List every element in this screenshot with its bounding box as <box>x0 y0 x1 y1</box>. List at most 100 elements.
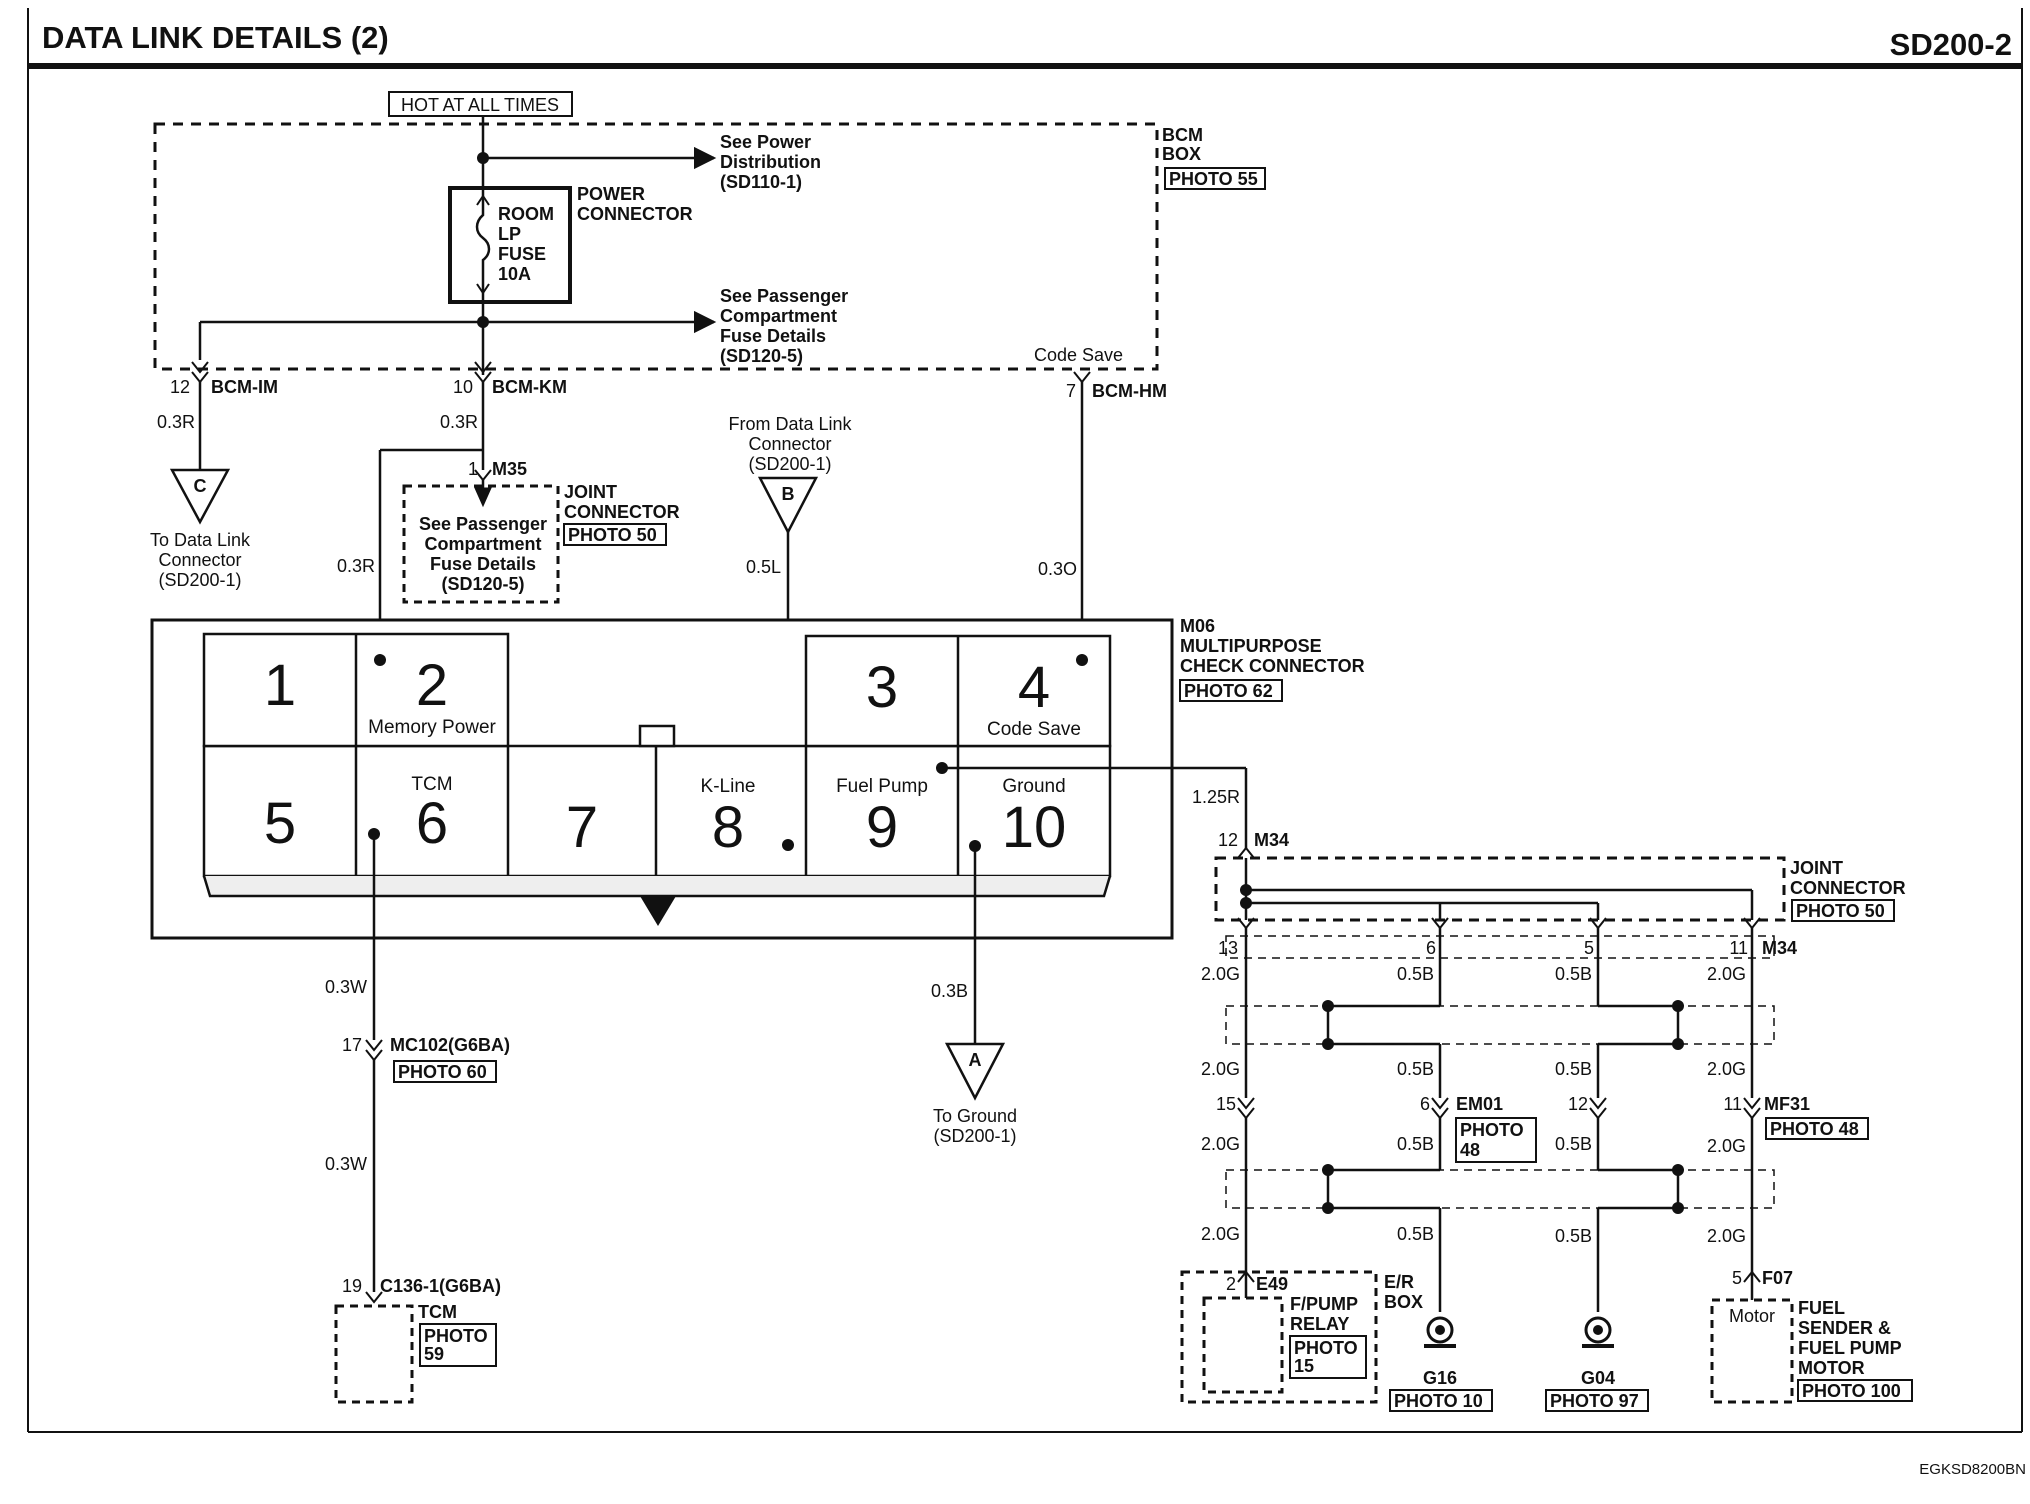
svg-text:7: 7 <box>566 795 598 860</box>
m06-pin-7: 7 <box>566 795 598 860</box>
svg-text:Motor: Motor <box>1729 1306 1775 1326</box>
svg-text:(SD120-5): (SD120-5) <box>720 346 803 366</box>
em01-pin: 6 <box>1420 1094 1430 1114</box>
svg-text:0.3B: 0.3B <box>931 981 968 1001</box>
m06-pin-5: 5 <box>264 791 296 856</box>
svg-text:From Data Link: From Data Link <box>728 414 852 434</box>
m34-top-name: M34 <box>1254 830 1289 850</box>
splice <box>477 316 489 328</box>
svg-text:9: 9 <box>866 795 898 860</box>
pin-12: 12 <box>1568 1094 1588 1114</box>
bcm-pin-terminals <box>191 361 1091 384</box>
m34-top-terminal <box>1237 846 1255 859</box>
splice <box>1322 1202 1334 1214</box>
splice <box>1672 1202 1684 1214</box>
svg-text:3: 3 <box>866 655 898 720</box>
mf31-photo: PHOTO 48 <box>1765 1117 1869 1140</box>
drawing-code: EGKSD8200BN <box>1919 1461 2026 1478</box>
wire-03o-hm: 0.3O <box>1038 559 1077 579</box>
svg-text:CONNECTOR: CONNECTOR <box>1790 878 1906 898</box>
fuel-pump-feed <box>942 766 1248 848</box>
svg-text:To Data Link: To Data Link <box>150 530 251 550</box>
svg-text:CONNECTOR: CONNECTOR <box>577 204 693 224</box>
svg-text:POWER: POWER <box>577 184 645 204</box>
mf31-name: MF31 <box>1764 1094 1810 1114</box>
twisted-pair-band <box>1225 935 1775 959</box>
twist-markers <box>1225 1005 1775 1045</box>
splice <box>1322 1038 1334 1050</box>
wire-05b: 0.5B <box>1555 1059 1592 1079</box>
svg-text:TCM: TCM <box>411 774 452 795</box>
em01-photo: PHOTO 48 <box>1455 1117 1537 1163</box>
svg-text:2: 2 <box>416 653 448 718</box>
svg-text:CONNECTOR: CONNECTOR <box>564 502 680 522</box>
svg-text:Connector: Connector <box>158 550 241 570</box>
svg-text:PHOTO 62: PHOTO 62 <box>1184 681 1273 701</box>
svg-text:MOTOR: MOTOR <box>1798 1358 1865 1378</box>
fuel-pump-wires-lower <box>1244 1118 1754 1312</box>
svg-text:2: 2 <box>1226 1274 1236 1294</box>
m06-pin-6: TCM 6 <box>411 774 452 856</box>
wire-05b: 0.5B <box>1397 1059 1434 1079</box>
room-lp-fuse: ROOM LP FUSE 10A <box>448 186 572 304</box>
fpump-relay: 2 E49 F/PUMP RELAY PHOTO 15 <box>1180 1270 1378 1404</box>
svg-text:PHOTO 50: PHOTO 50 <box>568 525 657 545</box>
svg-text:M06: M06 <box>1180 616 1215 636</box>
svg-text:E/R: E/R <box>1384 1272 1414 1292</box>
svg-text:C: C <box>194 476 207 496</box>
svg-text:M35: M35 <box>492 459 527 479</box>
svg-text:BOX: BOX <box>1384 1292 1423 1312</box>
wire-20g: 2.0G <box>1707 964 1746 984</box>
m34-pin-11: 11 <box>1729 938 1748 958</box>
mf31-pin: 11 <box>1723 1094 1742 1114</box>
svg-text:Compartment: Compartment <box>424 534 541 554</box>
m06-pin-9: Fuel Pump 9 <box>836 776 928 860</box>
er-box-label: E/R BOX <box>1384 1272 1423 1312</box>
svg-text:Memory Power: Memory Power <box>368 717 496 738</box>
m34-pin-5: 5 <box>1584 938 1594 958</box>
m06-pin-4: 4 Code Save <box>987 655 1081 740</box>
bcm-hm-pin: 7 <box>1066 381 1076 401</box>
fuel-sender-motor: 5 F07 Motor FUEL SENDER & FUEL PUMP MOTO… <box>1710 1268 1913 1404</box>
svg-text:LP: LP <box>498 224 521 244</box>
svg-text:(SD200-1): (SD200-1) <box>748 454 831 474</box>
wire-20g: 2.0G <box>1201 1224 1240 1244</box>
svg-text:BCM: BCM <box>1162 125 1203 145</box>
svg-text:See Passenger: See Passenger <box>720 286 848 306</box>
svg-text:F07: F07 <box>1762 1268 1793 1288</box>
svg-text:SENDER &: SENDER & <box>1798 1318 1891 1338</box>
page-title: DATA LINK DETAILS (2) <box>42 20 389 55</box>
wire-125r: 1.25R <box>1192 787 1240 807</box>
svg-text:PHOTO 97: PHOTO 97 <box>1550 1391 1639 1411</box>
svg-text:(SD110-1): (SD110-1) <box>720 172 802 192</box>
svg-text:0.3W: 0.3W <box>325 977 367 997</box>
page-frame <box>27 8 2023 1433</box>
wire-03r-m2: 0.3R <box>337 556 375 576</box>
see-passenger-fuse: See Passenger Compartment Fuse Details (… <box>720 286 848 366</box>
bcm-km-pin: 10 <box>453 377 473 397</box>
bcm-box-label: BCM BOX PHOTO 55 <box>1162 125 1266 190</box>
page-code: SD200-2 <box>1890 27 2012 62</box>
svg-text:PHOTO 55: PHOTO 55 <box>1169 169 1258 189</box>
m34-bottom-name: M34 <box>1762 938 1797 958</box>
svg-text:B: B <box>782 484 795 504</box>
m06-pin-3: 3 <box>866 655 898 720</box>
svg-text:0.5L: 0.5L <box>746 557 781 577</box>
bcm-im-name: BCM-IM <box>211 377 278 397</box>
wire-03r-km: 0.3R <box>440 412 478 432</box>
svg-text:RELAY: RELAY <box>1290 1314 1349 1334</box>
fuel-pump-wires <box>1244 928 1754 1098</box>
m34-pin-6: 6 <box>1426 938 1436 958</box>
svg-text:PHOTO 10: PHOTO 10 <box>1394 1391 1483 1411</box>
bcm-km-name: BCM-KM <box>492 377 567 397</box>
svg-text:8: 8 <box>712 795 744 860</box>
svg-text:PHOTO 100: PHOTO 100 <box>1802 1381 1901 1401</box>
svg-text:4: 4 <box>1018 655 1050 720</box>
svg-text:FUSE: FUSE <box>498 244 546 264</box>
svg-text:48: 48 <box>1460 1140 1480 1160</box>
svg-text:G16: G16 <box>1423 1368 1457 1388</box>
svg-text:TCM: TCM <box>418 1302 457 1322</box>
svg-text:Distribution: Distribution <box>720 152 821 172</box>
em01-name: EM01 <box>1456 1094 1503 1114</box>
bcm-hm-name: BCM-HM <box>1092 381 1167 401</box>
